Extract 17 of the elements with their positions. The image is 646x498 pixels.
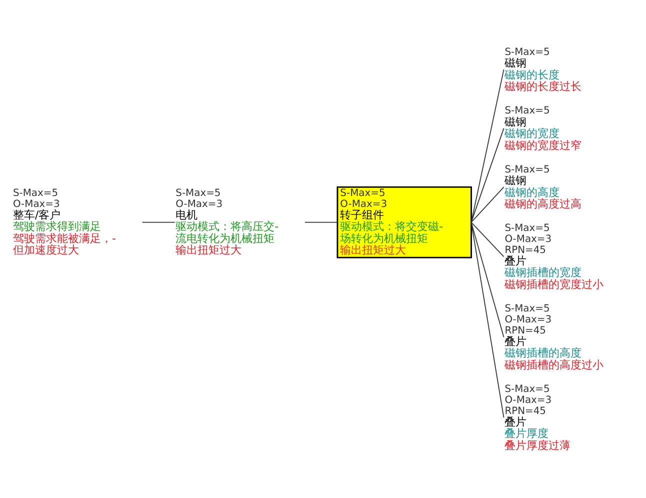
node-text: S-Max=5 O-Max=3 RPN=45 叠片 磁钢插槽的高度 磁钢插槽的高度过小 bbox=[504, 304, 604, 372]
node-text: S-Max=5 O-Max=3 RPN=45 叠片 磁钢插槽的宽度 磁钢插槽的宽度过小 bbox=[504, 223, 604, 291]
node-text: S-Max=5 磁钢 磁钢的高度 磁钢的高度过高 bbox=[504, 164, 582, 211]
node-box: S-Max=5 O-Max=3 转子组件 驱动模式：将交变磁-场转化为机械扭矩 输出扭矩过大 bbox=[336, 186, 472, 258]
connector bbox=[142, 222, 176, 223]
node-text: S-Max=5 O-Max=3 电机 驱动模式：将高压交-流电转化为机械扭矩 输出扭矩过大 bbox=[176, 188, 279, 257]
node-text: S-Max=5 磁钢 磁钢的宽度 磁钢的宽度过窄 bbox=[504, 106, 582, 152]
connector bbox=[470, 222, 504, 258]
connector bbox=[470, 222, 504, 418]
connector bbox=[470, 222, 504, 338]
connector bbox=[304, 222, 338, 223]
node-text: S-Max=5 O-Max=3 RPN=45 叠片 叠片厚度 叠片厚度过薄 bbox=[504, 384, 571, 452]
node-text: S-Max=5 O-Max=3 整车/客户 驾驶需求得到满足 驾驶需求能被满足，-但加速度过大 bbox=[12, 188, 116, 257]
node-text: S-Max=5 磁钢 磁钢的长度 磁钢的长度过长 bbox=[504, 46, 582, 93]
connector bbox=[470, 186, 504, 223]
connector bbox=[470, 69, 504, 223]
connector bbox=[470, 128, 504, 223]
